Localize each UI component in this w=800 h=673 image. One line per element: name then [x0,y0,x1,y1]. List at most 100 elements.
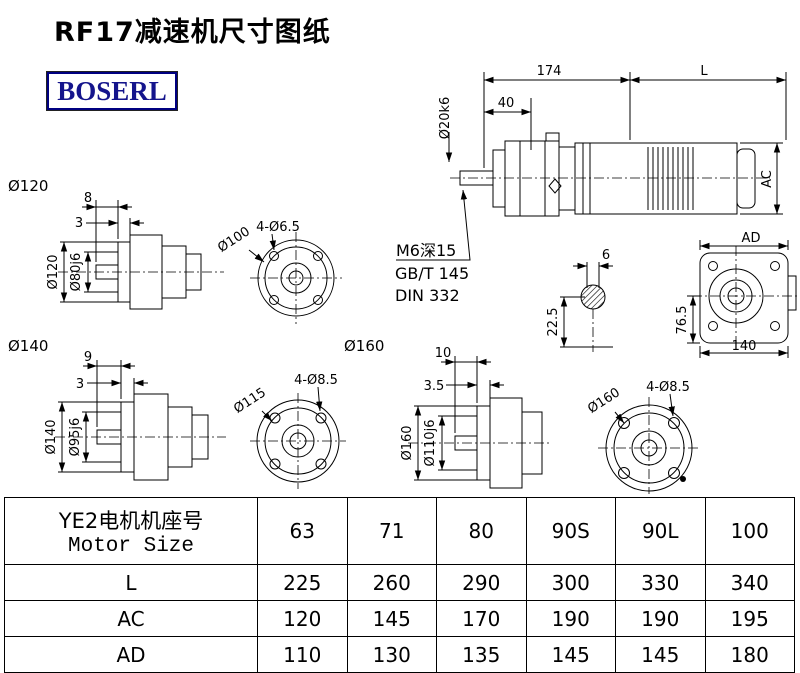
flange140-view: Ø140 9 3 Ø140 Ø95j6 [8,337,346,489]
bolt-hole [313,295,323,305]
dim-d110j6: Ø110j6 [423,420,438,467]
flange-outer-circle [257,239,335,317]
bolt-hole [269,295,279,305]
bolt-hole [313,251,323,261]
bolt-hole [770,321,780,331]
dim-shaft-diameter: Ø20k6 [438,97,453,140]
cell-AC-90S: 190 [525,600,616,637]
cell-L-71: 260 [346,564,437,601]
dim-22-5: 22.5 [546,308,561,337]
eyebolt [545,132,560,142]
flange120-label: Ø120 [8,177,48,195]
cell-AC-80: 170 [436,600,527,637]
output-flange [492,149,506,208]
dim-bolt-circle-100: Ø100 [215,224,253,256]
dim-76-5: 76.5 [675,306,690,335]
bolt-hole [708,261,718,271]
dim-3: 3 [75,216,83,231]
note-tap: M6深15 [396,241,456,260]
fan-cover [736,148,756,209]
header-en: Motor Size [67,534,195,558]
cell-L-100: 340 [704,564,795,601]
dim-holes-6-5: 4-Ø6.5 [256,220,300,235]
size-63: 63 [257,497,348,565]
assembly-dimensions: 174 L 40 Ø20k6 AC [438,64,787,215]
row-label-AD: AD [4,636,258,673]
dim-140: 140 [732,339,757,354]
thread-notes: M6深15 GB/T 145 DIN 332 [395,189,471,305]
cell-AD-71: 130 [346,636,437,673]
dim-holes-8-5: 4-Ø8.5 [294,373,338,388]
drain-plug-dot [680,476,686,482]
dim-d95j6: Ø95j6 [68,418,83,457]
dimension-table: YE2电机机座号 Motor Size 63 71 80 90S 90L 100… [4,497,795,673]
bolt-hole [618,417,630,429]
bolt-hole [315,412,327,424]
cell-AD-90S: 145 [525,636,616,673]
table-row-AC: AC 120 145 170 190 190 195 [4,600,795,637]
flange-outer-circle [605,404,693,492]
cell-AC-100: 195 [704,600,795,637]
size-71: 71 [346,497,437,565]
dim-40: 40 [498,96,515,111]
dim-AC: AC [760,170,775,188]
table-row-AD: AD 110 130 135 145 145 180 [4,636,795,673]
dim-174: 174 [537,64,562,79]
dim-bolt-circle-160: Ø160 [585,385,623,417]
size-100: 100 [704,497,795,565]
dim-9: 9 [84,350,92,365]
rear-flange-view: AD 76.5 140 [675,231,798,358]
size-90L: 90L [615,497,706,565]
dim-8: 8 [84,191,92,206]
note-din-standard: DIN 332 [395,286,460,305]
motor-cooling-fins [647,147,694,210]
cell-AC-63: 120 [257,600,348,637]
bolt-hole [668,417,680,429]
bolt-hole [315,458,327,470]
cell-AC-71: 145 [346,600,437,637]
dim-holes-8-5: 4-Ø8.5 [646,380,690,395]
header-cn: YE2电机机座号 [58,508,204,533]
dim-10: 10 [435,346,452,361]
row-label-AC: AC [4,600,258,637]
brand-logo-text: BOSERL [57,75,167,106]
bolt-hole [668,467,680,479]
table-header-row: YE2电机机座号 Motor Size 63 71 80 90S 90L 100 [4,497,795,565]
size-90S: 90S [525,497,616,565]
bolt-hole [269,458,281,470]
shaft-key-section: 6 22.5 [546,248,613,352]
dim-d140: Ø140 [44,419,59,454]
flange-outer-circle [256,399,340,483]
dim-3-5: 3.5 [424,379,445,394]
cell-L-90S: 300 [525,564,616,601]
dim-AD: AD [742,231,761,246]
motor-adapter [558,146,576,211]
cell-AC-90L: 190 [615,600,706,637]
cell-AD-63: 110 [257,636,348,673]
motor-size-header-cell: YE2电机机座号 Motor Size [4,497,258,565]
assembly-side-view [450,132,770,217]
flange140-label: Ø140 [8,337,48,355]
size-80: 80 [436,497,527,565]
row-label-L: L [4,564,258,601]
bolt-hole [708,321,718,331]
cell-AD-100: 180 [704,636,795,673]
cell-AD-80: 135 [436,636,527,673]
gearbox-housing [504,140,560,217]
cell-L-63: 225 [257,564,348,601]
terminal-block [787,275,797,311]
dim-key-6: 6 [602,248,610,263]
table-row-L: L 225 260 290 300 330 340 [4,564,795,601]
flange160-label: Ø160 [344,337,384,355]
bolt-hole [770,261,780,271]
flange120-view: Ø120 8 3 Ø120 Ø80j6 [8,177,342,324]
motor-body [574,142,738,215]
dim-3: 3 [76,377,84,392]
note-gb-standard: GB/T 145 [395,264,469,283]
brand-logo: BOSERL [46,71,178,111]
technical-drawing-canvas: 174 L 40 Ø20k6 AC [8,64,798,494]
bolt-hole [618,467,630,479]
cell-L-80: 290 [436,564,527,601]
note-leader [396,189,471,261]
